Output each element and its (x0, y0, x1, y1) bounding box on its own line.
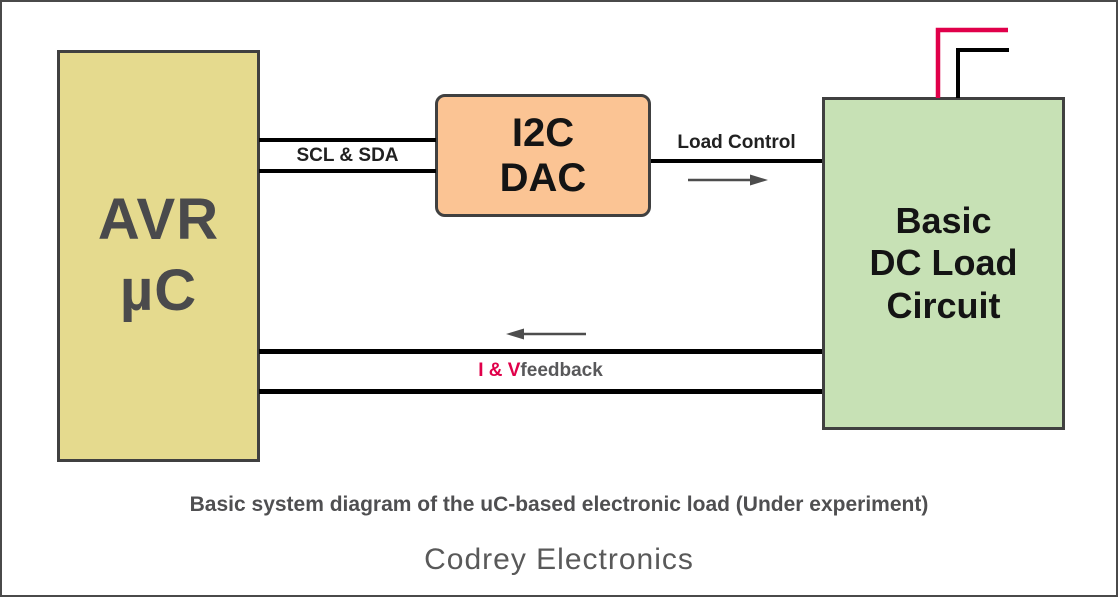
dc-load-label-line3: Circuit (886, 284, 1001, 326)
diagram-caption: Basic system diagram of the uC-based ele… (189, 493, 929, 516)
avr-mcu-label-line2: µC (119, 258, 198, 323)
arrow-right-icon (688, 174, 768, 186)
feedback-label-iv: I & V (478, 360, 521, 381)
feedback-line-top (259, 349, 822, 354)
dc-load-circuit-block: Basic DC Load Circuit (822, 97, 1065, 430)
i2c-dac-label-line1: I2C (511, 110, 575, 155)
load-control-label: Load Control (677, 132, 796, 153)
dc-load-label-line1: Basic (895, 200, 992, 242)
dc-load-label-line2: DC Load (869, 242, 1018, 284)
scl-sda-bus-line-bottom (259, 169, 436, 173)
negative-wire (956, 48, 1009, 98)
scl-sda-label: SCL & SDA (296, 144, 399, 166)
avr-mcu-block: AVR µC (57, 50, 260, 462)
avr-mcu-label-line1: AVR (97, 187, 220, 253)
i2c-dac-label-line2: DAC (499, 155, 587, 200)
feedback-label: I & V feedback (259, 354, 822, 388)
positive-wire (935, 27, 1008, 98)
brand-text: Codrey Electronics (424, 543, 694, 576)
feedback-line-bottom (259, 389, 822, 394)
scl-sda-bus-line-top (259, 138, 436, 142)
arrow-left-icon (506, 328, 586, 340)
load-control-line (651, 159, 822, 163)
i2c-dac-block: I2C DAC (435, 94, 651, 217)
supply-wires (935, 27, 1009, 98)
feedback-label-text: feedback (520, 360, 603, 381)
